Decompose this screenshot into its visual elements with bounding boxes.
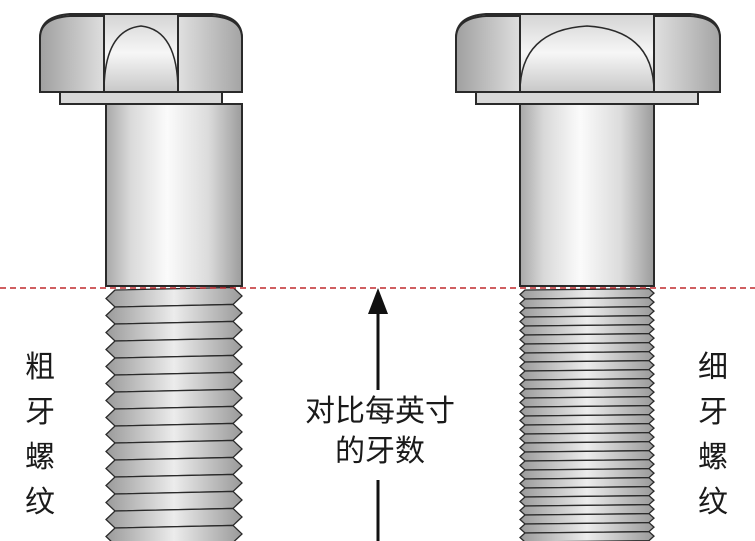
coarse-bolt-shank [105, 103, 243, 287]
coarse-thread-ridge [105, 524, 243, 541]
coarse-thread-section [105, 286, 243, 541]
coarse-thread-char-3: 螺 [25, 440, 55, 475]
fine-bolt-head [455, 13, 721, 105]
coarse-bolt-head [39, 13, 243, 105]
compare-text-line-2: 的牙数 [290, 432, 470, 472]
compare-text-line-1: 对比每英寸 [290, 392, 470, 432]
coarse-bolt [39, 13, 243, 541]
fine-thread-char-3: 螺 [698, 440, 728, 475]
fine-thread-char-2: 牙 [698, 395, 728, 430]
coarse-thread-label: 粗 牙 螺 纹 [20, 345, 60, 525]
fine-thread-char-1: 细 [698, 350, 728, 385]
coarse-thread-char-1: 粗 [25, 350, 55, 385]
fine-thread-char-4: 纹 [698, 485, 728, 520]
arrow-up-icon [368, 288, 388, 541]
coarse-thread-char-2: 牙 [25, 395, 55, 430]
fine-thread-label: 细 牙 螺 纹 [693, 345, 733, 525]
fine-thread-ridge [519, 530, 655, 541]
coarse-thread-char-4: 纹 [25, 485, 55, 520]
fine-bolt [455, 13, 721, 541]
fine-bolt-shank [519, 103, 655, 287]
fine-thread-section [519, 287, 655, 541]
